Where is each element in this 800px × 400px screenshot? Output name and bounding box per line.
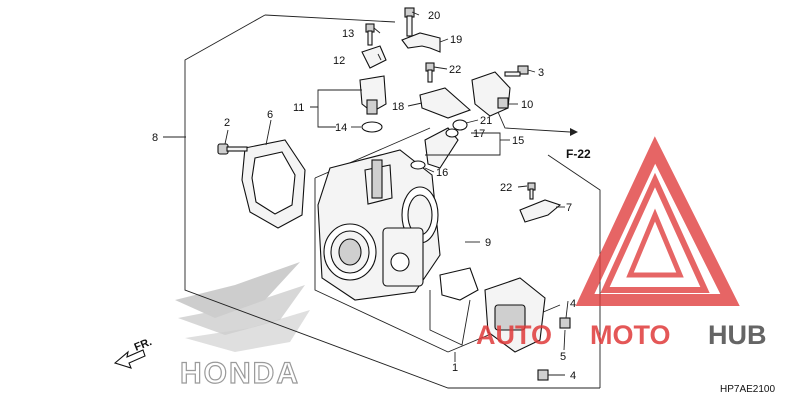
watermark-logo <box>575 136 740 306</box>
assembly-frame <box>184 14 601 389</box>
callout-1: 1 <box>452 362 458 374</box>
front-direction-label: FR. <box>133 336 154 354</box>
honda-wing-logo <box>175 262 310 352</box>
callout-7: 7 <box>566 202 572 214</box>
screw-part-2 <box>217 143 248 155</box>
honda-brand-text: HONDA <box>180 357 300 390</box>
plate-part-7 <box>519 182 562 223</box>
idle-air-valve <box>471 65 529 117</box>
watermark-text: AUTO MOTO HUB <box>476 320 767 350</box>
callout-19: 19 <box>450 34 462 46</box>
callout-22-upper: 22 <box>449 64 461 76</box>
callout-2: 2 <box>224 117 230 129</box>
callout-15: 15 <box>512 135 524 147</box>
bracket-part-18 <box>419 62 472 119</box>
callout-8: 8 <box>152 132 158 144</box>
callout-17: 17 <box>473 128 485 140</box>
watermark-moto: MOTO <box>590 320 671 350</box>
callout-20: 20 <box>428 10 440 22</box>
callout-4-upper: 4 <box>570 298 576 310</box>
callout-5: 5 <box>560 351 566 363</box>
gasket-seal <box>429 267 479 346</box>
clamp-and-bolt <box>401 7 441 53</box>
watermark-hub: HUB <box>708 320 767 350</box>
callout-13: 13 <box>342 28 354 40</box>
callout-12: 12 <box>333 55 345 67</box>
callout-22-lower: 22 <box>500 182 512 194</box>
front-direction-arrow: FR. <box>113 336 154 369</box>
callout-14: 14 <box>335 122 347 134</box>
throttle-cover <box>241 139 306 229</box>
map-sensor <box>359 23 387 133</box>
callout-18: 18 <box>392 101 404 113</box>
fuel-injector <box>410 119 468 170</box>
callout-numbers: 1 2 3 4 4 5 6 7 8 9 10 11 12 13 14 15 16… <box>152 10 576 382</box>
callout-9: 9 <box>485 237 491 249</box>
throttle-body <box>317 149 441 301</box>
callout-10: 10 <box>521 99 533 111</box>
callout-21: 21 <box>480 115 492 127</box>
callout-3: 3 <box>538 67 544 79</box>
callout-11: 11 <box>293 102 304 114</box>
reference-label: F-22 <box>566 147 591 161</box>
diagram-code: HP7AE2100 <box>720 384 775 395</box>
callout-4-lower: 4 <box>570 370 576 382</box>
watermark-auto: AUTO <box>476 320 552 350</box>
callout-16: 16 <box>436 167 448 179</box>
callout-6: 6 <box>267 109 273 121</box>
leader-lines <box>163 11 578 376</box>
throttle-position-sensor <box>484 277 571 381</box>
